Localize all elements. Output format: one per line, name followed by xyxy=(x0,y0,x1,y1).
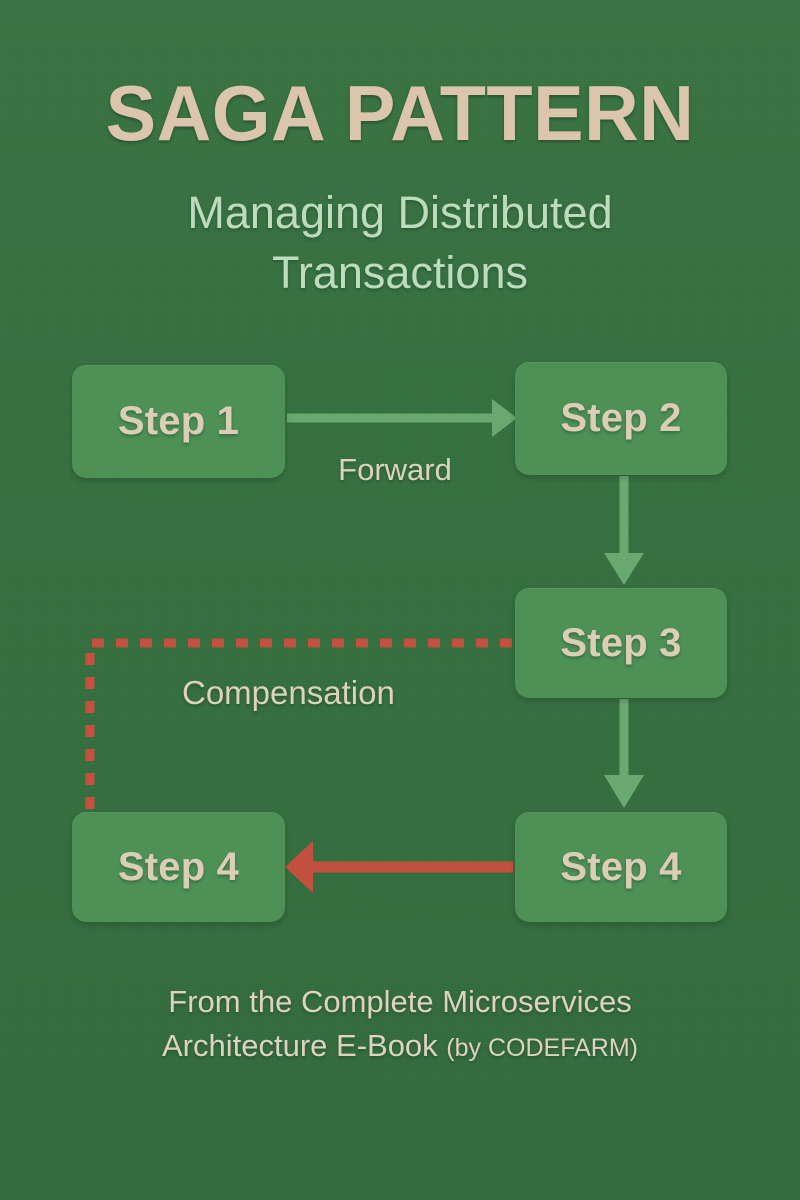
subtitle-line-2: Transactions xyxy=(272,246,528,298)
page-subtitle: Managing Distributed Transactions xyxy=(80,183,720,303)
flow-node-step-4-right[interactable]: Step 4 xyxy=(515,812,727,922)
edge-step2-step3-arrow xyxy=(604,476,644,585)
subtitle-line-1: Managing Distributed xyxy=(187,187,613,238)
flow-node-step-3[interactable]: Step 3 xyxy=(515,588,727,698)
flow-node-label: Step 2 xyxy=(560,396,682,440)
poster-footer: From the Complete Microservices Architec… xyxy=(40,980,760,1068)
edge-compensation-dashed-path xyxy=(85,638,512,812)
edge-label-compensation: Compensation xyxy=(182,674,395,711)
edge-label-forward: Forward xyxy=(338,452,452,487)
flow-node-label: Step 4 xyxy=(560,844,682,889)
footer-attribution: (by CODEFARM) xyxy=(446,1034,638,1063)
flow-node-label: Step 4 xyxy=(117,844,240,889)
edge-step3-step4-arrow xyxy=(604,699,644,808)
edge-compensation-arrow xyxy=(285,841,513,893)
footer-line-1: From the Complete Microservices xyxy=(168,984,632,1019)
page-title: SAGA PATTERN xyxy=(105,69,695,157)
flow-node-step-1[interactable]: Step 1 xyxy=(72,365,285,478)
footer-line-2: Architecture E-Book (by CODEFARM) xyxy=(40,1024,760,1068)
footer-book-title: Architecture E-Book xyxy=(162,1028,438,1064)
edge-forward-arrow xyxy=(287,399,517,437)
flow-node-label: Step 1 xyxy=(117,399,240,443)
flow-node-step-4-left[interactable]: Step 4 xyxy=(72,812,285,922)
flow-node-label: Step 3 xyxy=(560,620,682,665)
flow-node-step-2[interactable]: Step 2 xyxy=(515,362,727,475)
